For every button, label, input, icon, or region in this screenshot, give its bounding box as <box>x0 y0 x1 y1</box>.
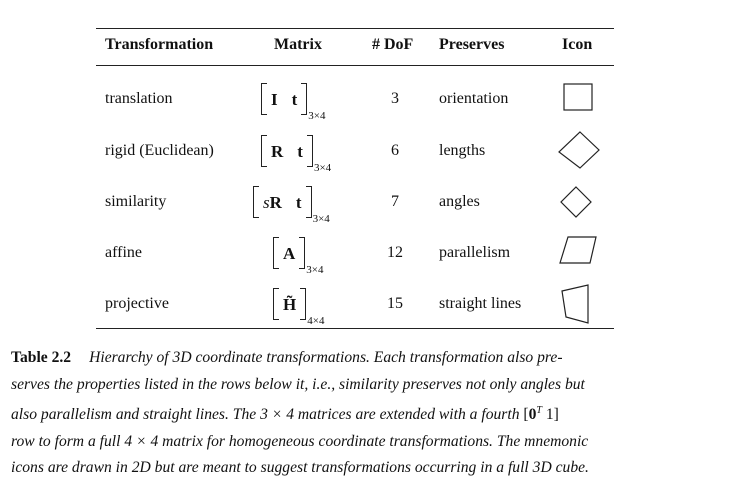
small-rotated-square-icon <box>560 186 592 218</box>
dof-value: 6 <box>391 142 399 159</box>
preserves-value: straight lines <box>439 295 522 312</box>
caption-line-3: also parallelism and straight lines. The… <box>11 398 721 429</box>
header-icon: Icon <box>562 36 593 53</box>
table-caption: Table 2.2 Hierarchy of 3D coordinate tran… <box>11 345 721 482</box>
matrix-entry: H̃ <box>283 294 297 314</box>
caption-text: also parallelism and straight lines. The… <box>11 406 520 424</box>
table-header-rule <box>96 65 614 66</box>
dof-value: 12 <box>387 244 403 261</box>
matrix-cell: R t 3×4 <box>261 134 331 174</box>
rotated-square-icon <box>558 131 600 169</box>
matrix-scale: s <box>263 192 270 212</box>
transformation-name: projective <box>105 295 169 312</box>
preserves-value: orientation <box>439 90 509 107</box>
table-row: affine A 3×4 12 parallelism <box>96 230 614 280</box>
matrix-entry: I <box>271 89 278 109</box>
right-bracket <box>300 288 307 320</box>
caption-text: Hierarchy of 3D coordinate transformatio… <box>89 349 563 366</box>
dof-value: 7 <box>391 193 399 210</box>
left-bracket <box>261 135 267 167</box>
caption-line-2: serves the properties listed in the rows… <box>11 375 585 393</box>
dof-value: 3 <box>391 90 399 107</box>
preserves-value: parallelism <box>439 244 511 261</box>
caption-label: Table 2.2 <box>11 349 72 366</box>
matrix-cell: H̃ 4×4 <box>273 287 324 327</box>
matrix-cell: A 3×4 <box>273 236 324 276</box>
dof-value: 15 <box>387 295 403 312</box>
caption-math-zero: 0 <box>528 406 537 424</box>
transformation-name: translation <box>105 90 173 107</box>
matrix-dims: 3×4 <box>306 264 324 276</box>
matrix-entry: A <box>283 243 296 263</box>
header-transformation: Transformation <box>105 36 214 53</box>
matrix-cell: I t 3×4 <box>261 82 326 122</box>
table-bottom-rule <box>96 328 614 329</box>
matrix-entry: t <box>297 141 303 161</box>
table-row: projective H̃ 4×4 15 straight lines <box>96 281 614 331</box>
right-bracket <box>299 237 306 269</box>
caption-line-4: row to form a full 4 × 4 matrix for homo… <box>11 432 589 450</box>
caption-line-1: Table 2.2 Hierarchy of 3D coordinate tran… <box>11 345 721 372</box>
right-bracket <box>301 83 308 115</box>
square-icon <box>563 83 593 111</box>
matrix-entry: R <box>271 141 284 161</box>
right-bracket <box>306 135 313 167</box>
left-bracket <box>273 237 279 269</box>
trapezoid-icon <box>561 284 589 324</box>
caption-math-sup: T <box>536 405 542 416</box>
caption-math-open: [ <box>523 406 529 424</box>
transformation-name: similarity <box>105 193 167 210</box>
table-row: similarity sR t 3×4 7 angles <box>96 179 614 229</box>
matrix-dims: 3×4 <box>313 162 332 174</box>
transformation-name: affine <box>105 244 143 261</box>
matrix-entry: t <box>295 192 302 212</box>
caption-math-rest: 1] <box>541 406 559 424</box>
transformation-name: rigid (Euclidean) <box>105 142 214 159</box>
table-row: rigid (Euclidean) R t 3×4 6 lengths <box>96 128 614 178</box>
matrix-dims: 3×4 <box>308 110 326 122</box>
matrix-cell: sR t 3×4 <box>253 185 330 225</box>
preserves-value: angles <box>439 193 480 210</box>
matrix-entry: R <box>269 192 282 212</box>
left-bracket <box>253 186 259 218</box>
preserves-value: lengths <box>439 142 486 159</box>
matrix-entry: t <box>291 89 298 109</box>
left-bracket <box>261 83 267 115</box>
header-dof: # DoF <box>372 36 414 53</box>
table-top-rule <box>96 28 614 29</box>
matrix-dims: 4×4 <box>307 315 325 327</box>
header-preserves: Preserves <box>439 36 505 53</box>
table-row: translation I t 3×4 3 orientation <box>96 76 614 126</box>
right-bracket <box>305 186 312 218</box>
left-bracket <box>273 288 279 320</box>
header-matrix: Matrix <box>274 36 322 53</box>
parallelogram-icon <box>559 236 597 264</box>
matrix-dims: 3×4 <box>312 213 330 225</box>
caption-line-5: icons are drawn in 2D but are meant to s… <box>11 459 589 477</box>
